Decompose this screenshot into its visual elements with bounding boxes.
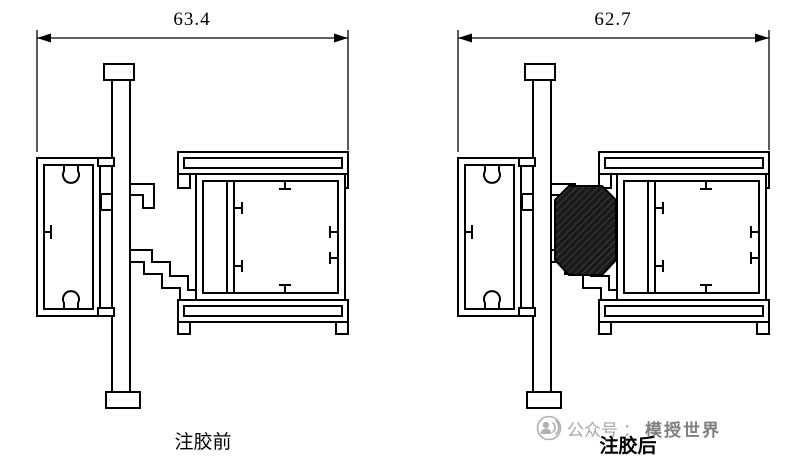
profile-after-group	[457, 29, 770, 409]
watermark-prefix: 公众号	[567, 420, 618, 440]
watermark: 公众号 ： 模授世界	[536, 413, 721, 443]
caption-after: 注胶后	[599, 436, 657, 457]
profile-before-group	[36, 29, 349, 409]
caption-before: 注胶前	[174, 432, 232, 453]
watermark-name: 模授世界	[645, 420, 721, 440]
dimension-label-after: 62.7	[594, 9, 632, 30]
dimension-label-before: 63.4	[173, 9, 211, 30]
glue-fill-region	[554, 185, 617, 276]
wechat-official-account-icon	[536, 415, 562, 441]
watermark-separator: ：	[623, 420, 640, 440]
